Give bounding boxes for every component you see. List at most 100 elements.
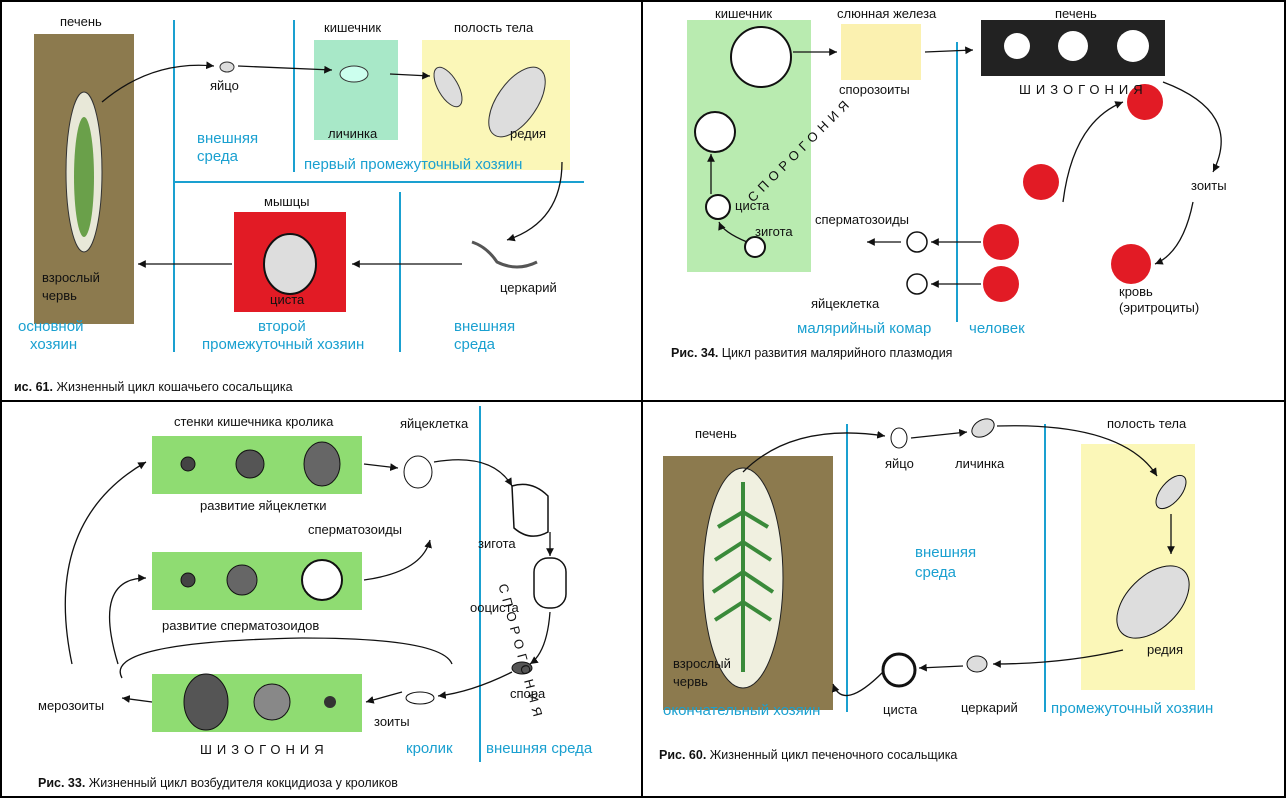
label-rabbit: кролик: [406, 740, 453, 757]
zygote-cell: [744, 236, 766, 258]
label-egg-cell-3: яйцеклетка: [400, 416, 469, 431]
egg-stage-2: [235, 449, 265, 479]
label-salivary: слюнная железа: [837, 6, 937, 21]
liver-cell-1: [1004, 33, 1030, 59]
label-worm: червь: [42, 288, 77, 303]
gam-2: [906, 273, 928, 295]
arrow-loop: [119, 637, 453, 679]
egg-4: [890, 427, 908, 449]
label-external-3: внешняя среда: [486, 740, 593, 757]
intestine-box: [314, 40, 398, 140]
panel-liver-fluke: печень яйцо личинка полость тела внешняя…: [643, 402, 1284, 796]
worm-branches: [711, 482, 775, 672]
label-liver-2: печень: [1055, 6, 1097, 21]
label-schizogony: ШИЗОГОНИЯ: [1019, 82, 1148, 97]
rbc-2: [1023, 164, 1059, 200]
arrow-merozoite-up: [64, 461, 147, 665]
arrow-redia-cercaria-4: [992, 649, 1124, 668]
arrow-larva-cavity: [389, 71, 431, 80]
label-intermediate-host: промежуточный хозяин: [1051, 700, 1214, 717]
arrow-egg-out: [363, 463, 399, 471]
label-egg: яйцо: [210, 78, 239, 93]
label-adult-4: взрослый: [673, 656, 731, 671]
arrow-salivary-liver: [924, 46, 974, 55]
grid-bottom: [0, 796, 1286, 798]
label-body-cavity-4: полость тела: [1107, 416, 1187, 431]
label-zoites: зоиты: [1191, 178, 1227, 193]
schizont-2: [253, 683, 291, 721]
arrow-oocyst-spore: [529, 611, 551, 665]
label-host: хозяин: [30, 336, 78, 353]
arrow-cavity-cercaria: [506, 161, 563, 242]
label-external-2: внешняя: [454, 318, 516, 335]
caption-34: Рис. 34. Цикл развития малярийного плазм…: [671, 346, 952, 360]
label-sperm-dev: развитие сперматозоидов: [162, 618, 320, 633]
label-intestine: кишечник: [324, 20, 382, 35]
label-final-host: окончательный хозяин: [663, 702, 821, 719]
label-external-4: внешняя: [915, 544, 977, 561]
label-egg-cell: яйцеклетка: [811, 296, 880, 311]
label-liver: печень: [60, 14, 102, 29]
label-mosquito: малярийный комар: [797, 320, 932, 337]
grid-horizontal: [0, 400, 1286, 402]
grid-left: [0, 0, 2, 798]
egg-shape: [219, 61, 235, 73]
liver-cell-2: [1058, 31, 1088, 61]
label-blood: кровь: [1119, 284, 1153, 299]
cercaria-4: [966, 655, 988, 673]
arrow-egg-larva-4: [910, 428, 968, 439]
egg-cell: [403, 455, 433, 489]
rbc-4: [983, 266, 1019, 302]
panel-cat-fluke: печень яйцо кишечник полость тела внешня…: [2, 2, 641, 400]
label-body-cavity: полость тела: [454, 20, 534, 35]
cat-fluke-diagram: [34, 20, 584, 352]
grid-vertical: [641, 0, 643, 798]
cyst-4: [881, 652, 917, 688]
caption-33-text: Жизненный цикл возбудителя кокцидиоза у …: [85, 776, 398, 790]
label-walls: стенки кишечника кролика: [174, 414, 334, 429]
label-erythrocytes: (эритроциты): [1119, 300, 1200, 315]
label-cercaria-4: церкарий: [961, 700, 1018, 715]
caption-34-num: Рис. 34.: [671, 346, 719, 360]
label-schizogony-3: ШИЗОГОНИЯ: [200, 742, 329, 757]
rbc-1: [1127, 84, 1163, 120]
label-liver-4: печень: [695, 426, 737, 441]
label-zygote-3: зигота: [478, 536, 516, 551]
label-sperm-3: сперматозоиды: [308, 522, 403, 537]
arrow-egg-zygote: [433, 459, 513, 487]
label-redia-4: редия: [1147, 642, 1184, 657]
larva-4: [971, 418, 995, 438]
label-main: основной: [18, 318, 84, 335]
redia-4: [1116, 565, 1190, 639]
caption-61-text: Жизненный цикл кошачьего сосальщика: [52, 380, 293, 394]
label-environment: среда: [197, 148, 238, 165]
arrow-liver-egg: [101, 61, 215, 103]
schizont-1: [183, 673, 229, 731]
label-intestine-2: кишечник: [715, 6, 773, 21]
gam-1: [906, 231, 928, 253]
grid-top: [0, 0, 1286, 2]
label-larva-4: личинка: [955, 456, 1005, 471]
arrow-larva-host-4: [996, 425, 1158, 477]
zoite-shape: [405, 691, 435, 705]
label-larva: личинка: [328, 126, 378, 141]
sperm-stage-3: [301, 559, 343, 601]
redia-shape: [488, 66, 546, 138]
label-muscles: мышцы: [264, 194, 310, 209]
arrow-zygote-cyst: [718, 221, 748, 243]
oocyst-mid: [694, 111, 736, 153]
label-egg-4: яйцо: [885, 456, 914, 471]
caption-33-num: Рис. 33.: [38, 776, 86, 790]
sporocyst-4: [1155, 474, 1187, 510]
label-environment-4: среда: [915, 564, 956, 581]
rbc-5: [1111, 244, 1151, 284]
label-first-host: первый промежуточный хозяин: [304, 156, 523, 173]
zygote-shape: [511, 483, 549, 537]
label-spore: спора: [510, 686, 546, 701]
label-second: второй: [258, 318, 306, 335]
label-environment-2: среда: [454, 336, 495, 353]
arrow-cyst-liver-4: [831, 671, 884, 697]
oocyst-shape: [533, 557, 567, 609]
caption-60-num: Рис. 60.: [659, 748, 707, 762]
sporocyst-shape: [433, 66, 463, 108]
